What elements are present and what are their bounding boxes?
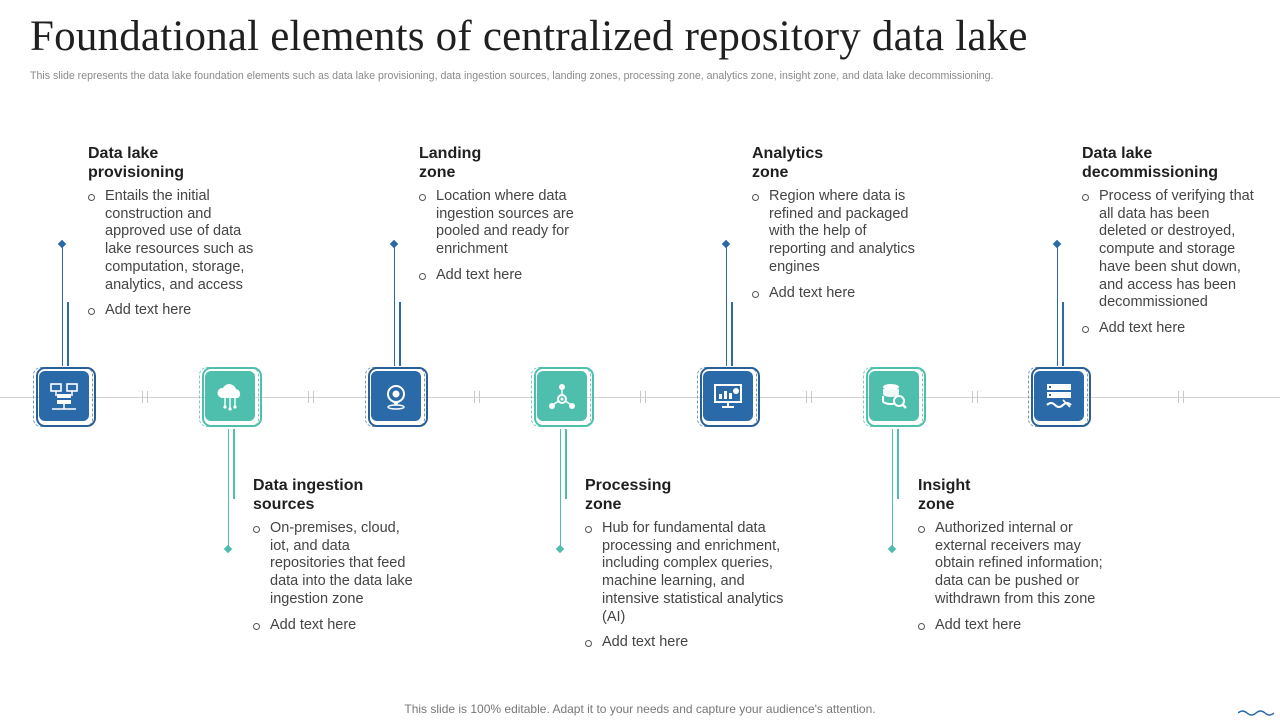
server-decommission-icon bbox=[1046, 384, 1072, 408]
stage-bullet: Region where data is refined and package… bbox=[752, 188, 922, 277]
connector-diamond bbox=[887, 544, 897, 554]
axis-tick bbox=[640, 391, 646, 403]
connector-diamond bbox=[555, 544, 565, 554]
connector-line bbox=[228, 429, 229, 547]
connector-stem bbox=[1062, 302, 1064, 366]
process-network-icon bbox=[549, 384, 575, 409]
database-search-icon bbox=[882, 384, 907, 409]
stage-bullet: Entails the initial construction and app… bbox=[88, 188, 268, 294]
connector-line bbox=[1057, 246, 1058, 366]
stage-bullet: Add text here bbox=[752, 285, 922, 303]
stage-bullet: On-premises, cloud, iot, and data reposi… bbox=[253, 520, 418, 609]
stage-node-processing bbox=[531, 367, 594, 429]
connector-line bbox=[560, 429, 561, 547]
axis-tick bbox=[142, 391, 148, 403]
stage-bullet: Process of verifying that all data has b… bbox=[1082, 188, 1260, 312]
connector-diamond bbox=[223, 544, 233, 554]
location-pin-icon bbox=[387, 385, 405, 410]
stage-node-ingestion bbox=[199, 367, 262, 429]
stage-node-decommissioning bbox=[1028, 367, 1091, 429]
axis-tick bbox=[474, 391, 480, 403]
connector-stem bbox=[67, 302, 69, 366]
stage-node-analytics bbox=[697, 367, 760, 429]
axis-tick bbox=[972, 391, 978, 403]
connector-line bbox=[62, 246, 63, 366]
wave-decoration-icon bbox=[1238, 710, 1274, 716]
stage-bullet: Add text here bbox=[1082, 320, 1260, 338]
connector-stem bbox=[731, 302, 733, 366]
connector-line bbox=[892, 429, 893, 547]
connector-line bbox=[394, 246, 395, 366]
connector-stem bbox=[399, 302, 401, 366]
axis-tick bbox=[308, 391, 314, 403]
connector-stem bbox=[565, 429, 567, 499]
stage-bullet: Add text here bbox=[419, 267, 594, 285]
connector-stem bbox=[897, 429, 899, 499]
footer-note: This slide is 100% editable. Adapt it to… bbox=[404, 702, 876, 716]
analytics-monitor-icon bbox=[714, 384, 742, 408]
stage-node-provisioning bbox=[33, 367, 96, 429]
stage-bullet: Add text here bbox=[585, 634, 785, 652]
stage-bullet: Authorized internal or external receiver… bbox=[918, 520, 1103, 609]
stage-bullet: Add text here bbox=[253, 617, 418, 635]
stage-bullet: Add text here bbox=[918, 617, 1103, 635]
connector-line bbox=[726, 246, 727, 366]
stage-bullet: Add text here bbox=[88, 302, 268, 320]
stage-bullet: Location where data ingestion sources ar… bbox=[419, 188, 594, 259]
cloud-circuit-icon bbox=[217, 384, 241, 411]
page-title: Foundational elements of centralized rep… bbox=[30, 13, 1028, 60]
stage-node-insight bbox=[863, 367, 926, 429]
page-subtitle: This slide represents the data lake foun… bbox=[30, 70, 994, 82]
connector-stem bbox=[233, 429, 235, 499]
axis-tick bbox=[806, 391, 812, 403]
stage-node-landing bbox=[365, 367, 428, 429]
stage-bullet: Hub for fundamental data processing and … bbox=[585, 520, 785, 626]
axis-tick bbox=[1178, 391, 1184, 403]
network-server-icon bbox=[50, 383, 78, 410]
